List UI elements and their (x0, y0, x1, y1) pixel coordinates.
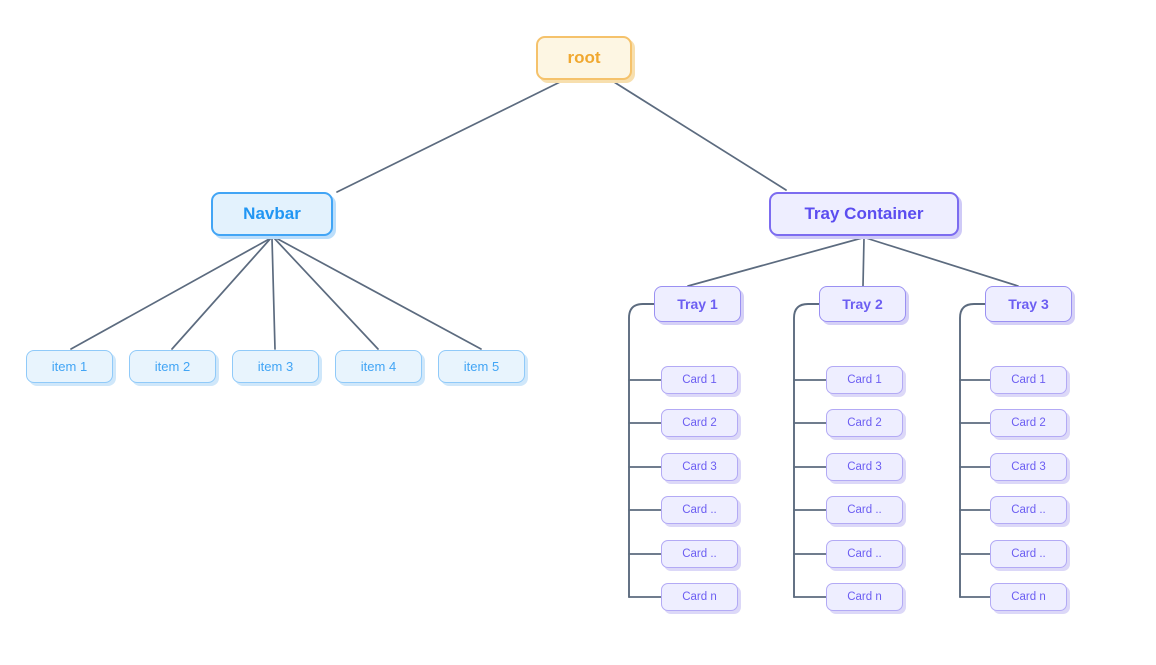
node-tray-2-card-3[interactable]: Card 3 (826, 453, 903, 481)
node-root-label: root (567, 48, 601, 67)
node-item-4[interactable]: item 4 (335, 350, 422, 383)
node-tray-3-card-2-label: Card 2 (1011, 417, 1046, 429)
tray-1-spine (628, 303, 655, 598)
node-tray-3-card-6[interactable]: Card n (990, 583, 1067, 611)
tray-3-spine (959, 303, 986, 598)
node-tray-1-card-2[interactable]: Card 2 (661, 409, 738, 437)
node-item-2-label: item 2 (154, 359, 191, 374)
node-navbar-label: Navbar (243, 204, 301, 223)
tray-2-spine (793, 303, 820, 598)
node-tray-3-label: Tray 3 (1008, 296, 1049, 312)
node-tray-3-card-5[interactable]: Card .. (990, 540, 1067, 568)
node-tray-1-card-2-label: Card 2 (682, 417, 717, 429)
node-tray-3[interactable]: Tray 3 (985, 286, 1072, 322)
node-tray-2[interactable]: Tray 2 (819, 286, 906, 322)
node-tray-2-card-2[interactable]: Card 2 (826, 409, 903, 437)
edge-navbar-to-item-3 (271, 237, 276, 350)
edge-navbar-to-item-4 (273, 237, 379, 350)
node-tray-2-card-1[interactable]: Card 1 (826, 366, 903, 394)
edge-navbar-to-item-1 (70, 237, 272, 350)
node-tray-3-card-4[interactable]: Card .. (990, 496, 1067, 524)
node-item-3[interactable]: item 3 (232, 350, 319, 383)
node-root[interactable]: root (536, 36, 632, 80)
node-item-5[interactable]: item 5 (438, 350, 525, 383)
node-tray-1-card-3[interactable]: Card 3 (661, 453, 738, 481)
node-tray-3-card-3[interactable]: Card 3 (990, 453, 1067, 481)
node-tray-1-card-6-label: Card n (682, 591, 717, 603)
node-tray-1-card-5-label: Card .. (682, 548, 717, 560)
edge-tray_container-to-tray-2 (862, 237, 865, 287)
node-tray-1-label: Tray 1 (677, 296, 718, 312)
node-tray-2-card-4-label: Card .. (847, 504, 882, 516)
node-tray-2-card-5-label: Card .. (847, 548, 882, 560)
node-tray-2-card-1-label: Card 1 (847, 374, 882, 386)
node-tray-3-card-4-label: Card .. (1011, 504, 1046, 516)
node-item-5-label: item 5 (463, 359, 500, 374)
node-item-1[interactable]: item 1 (26, 350, 113, 383)
node-tray-1-card-4[interactable]: Card .. (661, 496, 738, 524)
edge-root-to-navbar (336, 81, 561, 193)
node-tray-1-card-1-label: Card 1 (682, 374, 717, 386)
edge-navbar-to-item-5 (275, 237, 482, 350)
node-tray-3-card-6-label: Card n (1011, 591, 1046, 603)
node-tray-1-card-1[interactable]: Card 1 (661, 366, 738, 394)
node-tray-2-card-6[interactable]: Card n (826, 583, 903, 611)
node-tray-3-card-5-label: Card .. (1011, 548, 1046, 560)
node-tray-1-card-4-label: Card .. (682, 504, 717, 516)
node-item-2[interactable]: item 2 (129, 350, 216, 383)
node-tray-1-card-3-label: Card 3 (682, 461, 717, 473)
node-tray-3-card-1-label: Card 1 (1011, 374, 1046, 386)
node-tray-1-card-5[interactable]: Card .. (661, 540, 738, 568)
node-tray-1-card-6[interactable]: Card n (661, 583, 738, 611)
edge-tray_container-to-tray-3 (865, 237, 1019, 287)
node-item-3-label: item 3 (257, 359, 294, 374)
node-tray-container-label: Tray Container (804, 204, 924, 223)
node-tray-container[interactable]: Tray Container (769, 192, 959, 236)
node-tray-3-card-3-label: Card 3 (1011, 461, 1046, 473)
node-tray-2-label: Tray 2 (842, 296, 883, 312)
node-navbar[interactable]: Navbar (211, 192, 333, 236)
node-item-1-label: item 1 (51, 359, 88, 374)
edge-tray_container-to-tray-1 (687, 237, 863, 287)
node-tray-2-card-4[interactable]: Card .. (826, 496, 903, 524)
node-tray-2-card-5[interactable]: Card .. (826, 540, 903, 568)
node-tray-2-card-6-label: Card n (847, 591, 882, 603)
node-tray-3-card-2[interactable]: Card 2 (990, 409, 1067, 437)
node-tray-3-card-1[interactable]: Card 1 (990, 366, 1067, 394)
edge-navbar-to-item-2 (171, 237, 272, 350)
node-tray-2-card-3-label: Card 3 (847, 461, 882, 473)
node-item-4-label: item 4 (360, 359, 397, 374)
node-tray-2-card-2-label: Card 2 (847, 417, 882, 429)
node-tray-1[interactable]: Tray 1 (654, 286, 741, 322)
edge-root-to-tray_container (613, 81, 787, 191)
